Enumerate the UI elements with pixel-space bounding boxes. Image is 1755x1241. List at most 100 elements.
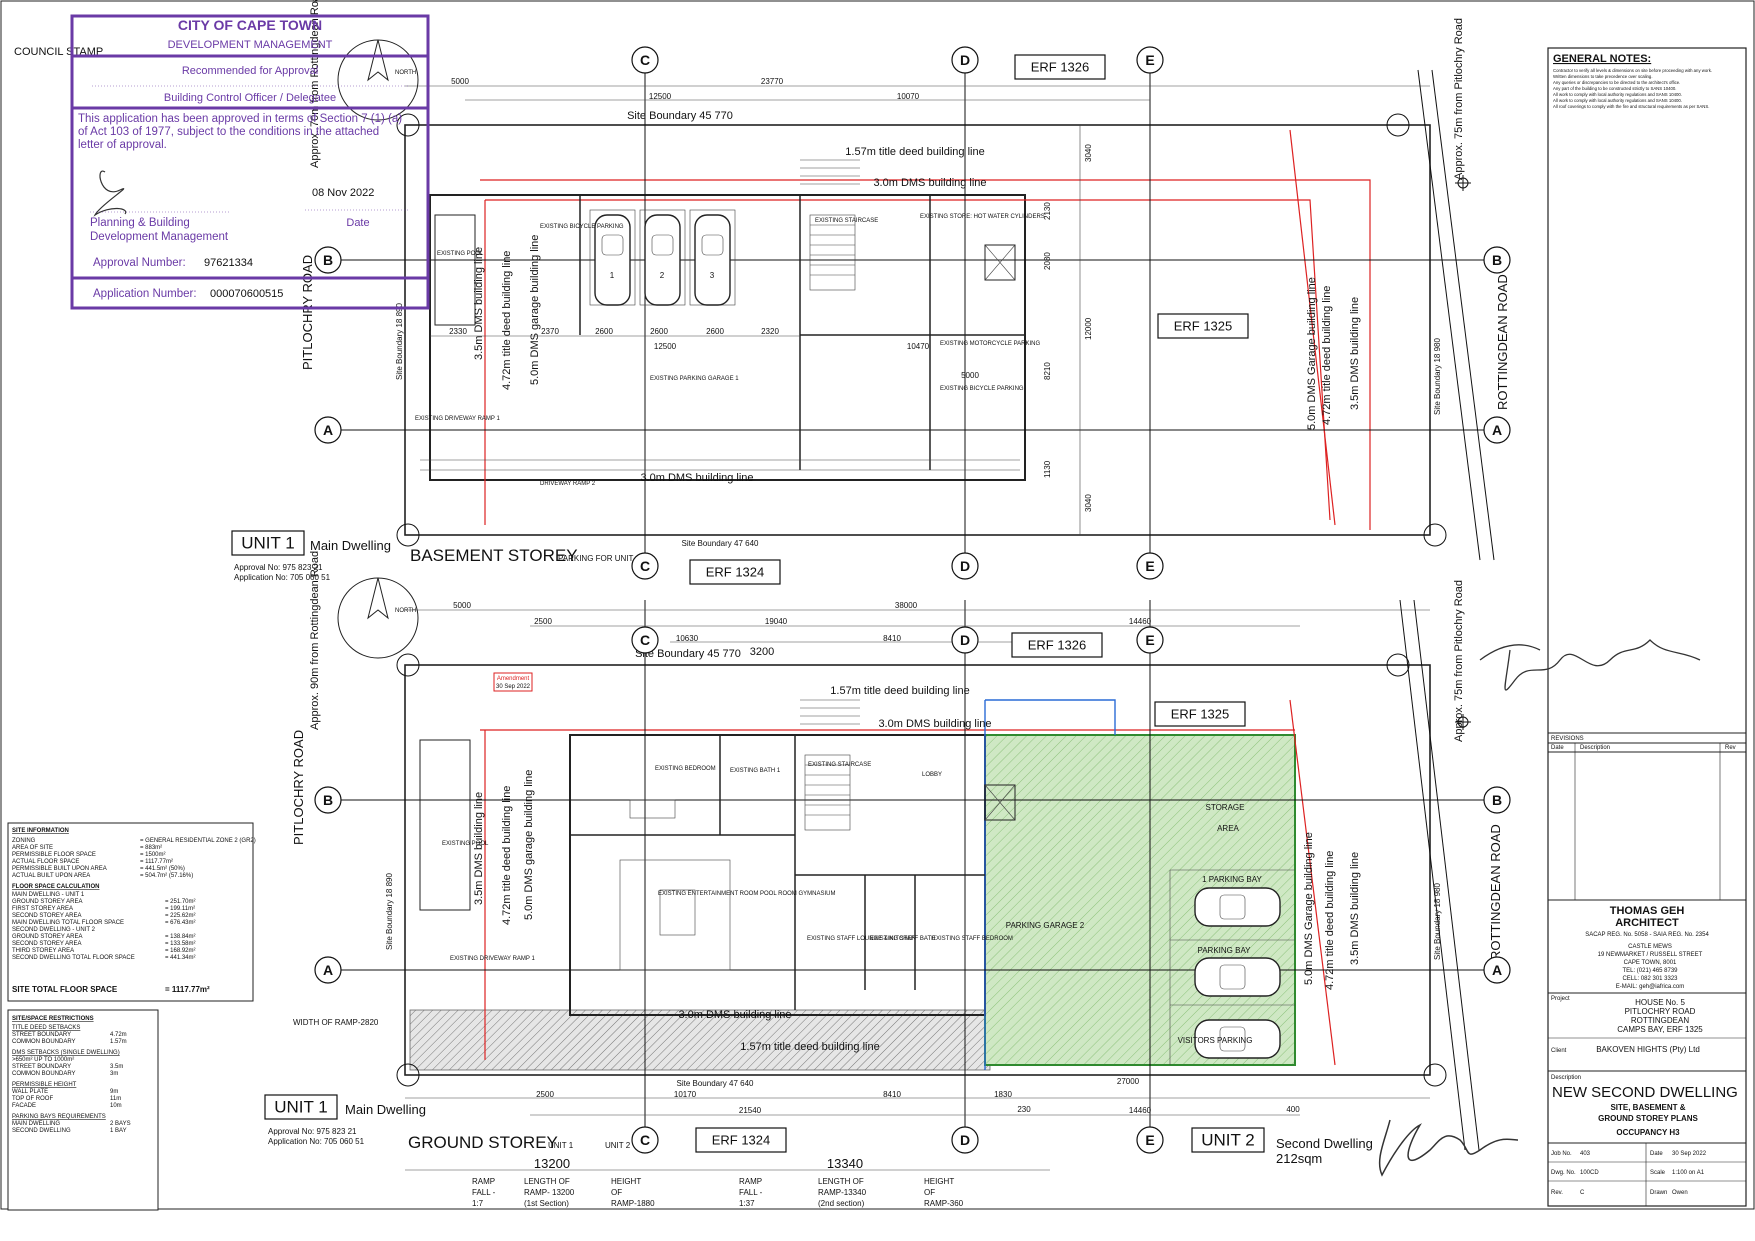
title-line-left-label: 4.72m title deed building line [501,786,513,925]
title-line-left-label: 4.72m title deed building line [501,251,513,390]
restriction-value: 1.57m [110,1039,127,1045]
unit-1-label-lower: UNIT 1 Main Dwelling Approval No: 975 82… [264,1094,426,1146]
svg-text:ERF 1324: ERF 1324 [712,1133,771,1148]
grid-bubble-a: A [314,416,342,444]
svg-text:Job No.: Job No. [1551,1151,1572,1157]
general-note-line: All work to comply with local authority … [1553,98,1682,103]
north-arrow-icon: NORTH [337,577,419,659]
svg-text:CELL: 082 301 3323: CELL: 082 301 3323 [1622,976,1678,982]
restriction-value: 4.72m [110,1032,127,1038]
floor-space-value: = 225.62m² [165,913,196,919]
stamp-approval-2: of Act 103 of 1977, subject to the condi… [78,126,379,138]
svg-text:B: B [323,792,333,808]
svg-text:D: D [960,52,970,68]
svg-text:ERF 1326: ERF 1326 [1031,60,1090,75]
grid-bubbles: C D E B B A A C D E C D E B B A A C D E [314,46,1511,1154]
council-stamp: COUNCIL STAMP CITY OF CAPE TOWN DEVELOPM… [14,14,430,310]
svg-text:3200: 3200 [750,646,774,658]
svg-text:Dwg. No.: Dwg. No. [1551,1170,1576,1176]
site-boundary-bottom: Site Boundary 47 640 [682,539,759,548]
svg-text:2500: 2500 [534,617,552,626]
dimensions-bottom-ground: 2500 10170 8410 1830 27000 21540 14460 2… [405,1077,1430,1116]
svg-text:C: C [640,558,650,574]
room-label: EXISTING BEDROOM [655,766,716,772]
grid-bubble-d: D [951,46,979,74]
svg-text:2600: 2600 [650,327,668,336]
svg-text:OF: OF [924,1188,935,1197]
svg-text:A: A [323,962,333,978]
svg-text:2600: 2600 [595,327,613,336]
signature-icon [93,170,127,217]
svg-text:1:7: 1:7 [472,1199,484,1208]
svg-text:UNIT 1: UNIT 1 [274,1098,328,1117]
svg-text:12500: 12500 [649,92,672,101]
dimensions-top: 5000 23770 12500 10070 [405,77,1430,101]
road-left-upper: PITLOCHRY ROAD [300,255,315,370]
svg-text:FALL -: FALL - [739,1188,763,1197]
svg-text:Main Dwelling: Main Dwelling [345,1102,426,1117]
svg-text:Client: Client [1551,1048,1567,1054]
room-label: EXISTING DRIVEWAY RAMP 1 [415,416,500,422]
basement-plan: 1 2 3 Site Boundary 45 770 Site Boundar [231,0,1510,585]
svg-text:230: 230 [1017,1105,1031,1114]
grid-bubble-b: B [314,786,342,814]
svg-text:RAMP-13340: RAMP-13340 [818,1188,867,1197]
site-boundary-right: Site Boundary 18 980 [1433,338,1442,415]
svg-text:Amendment: Amendment [497,676,530,682]
svg-text:LENGTH OF: LENGTH OF [818,1177,864,1186]
floor-space-value: = 138.84m² [165,934,196,940]
dms-line-left-label: 3.5m DMS building line [473,792,485,905]
grid-bubble-c: C [631,626,659,654]
restriction-key: WALL PLATE [12,1089,48,1095]
svg-text:10630: 10630 [676,634,699,643]
svg-text:12000: 12000 [1084,317,1093,340]
svg-text:CASTLE MEWS: CASTLE MEWS [1628,944,1672,950]
architect-name-1: THOMAS GEH [1610,905,1685,917]
svg-text:Approval No: 975 823 21: Approval No: 975 823 21 [234,563,323,572]
stamp-application-number: 000070600515 [210,288,283,300]
car-icon [1194,957,1281,997]
restrictions-subtitle: PARKING BAYS REQUIREMENTS [12,1114,106,1120]
svg-text:A: A [1492,962,1502,978]
unit-1-label-upper: UNIT 1 Main Dwelling Approval No: 975 82… [231,530,391,582]
svg-text:RAMP: RAMP [739,1177,762,1186]
svg-text:(1st Section): (1st Section) [524,1199,569,1208]
ramp-dimensions: 13200 13340 [405,1156,1050,1171]
svg-text:Date: Date [1551,745,1564,751]
room-label: EXISTING STAFF LOUNGE & KITCHEN [807,936,916,942]
ground-storey-plan: Amendment 30 Sep 2022 Site Boundary 45 7… [264,551,1510,1208]
svg-text:OCCUPANCY H3: OCCUPANCY H3 [1616,1128,1680,1137]
client-signature-icon [1378,1119,1519,1177]
grid-bubble-a: A [1483,416,1511,444]
site-boundary-ground [404,664,1431,1076]
svg-text:Application No: 705 060 51: Application No: 705 060 51 [234,573,331,582]
floor-space-key: MAIN DWELLING - UNIT 1 [12,892,85,898]
room-label: EXISTING STAIRCASE [808,762,871,768]
floor-space-value: = 251.70m² [165,899,196,905]
svg-text:27000: 27000 [1117,1077,1140,1086]
svg-text:10170: 10170 [674,1090,697,1099]
floor-space-key: SECOND DWELLING TOTAL FLOOR SPACE [12,955,135,961]
svg-text:8410: 8410 [883,634,901,643]
site-boundary-bottom: Site Boundary 47 640 [677,1079,754,1088]
svg-text:5000: 5000 [451,77,469,86]
restriction-value: 2 BAYS [110,1121,131,1127]
room-label: EXISTING STAFF BEDROOM [932,936,1013,942]
svg-text:Description: Description [1551,1075,1581,1081]
svg-text:A: A [323,422,333,438]
car-icon [1194,887,1281,927]
svg-text:UNIT 2: UNIT 2 [1201,1131,1255,1150]
room-label: EXISTING ENTERTAINMENT ROOM POOL ROOM GY… [658,891,835,897]
room-label: DRIVEWAY RAMP 2 [540,481,596,487]
title-line-bottom-label: 1.57m title deed building line [740,1041,879,1053]
dimensions-top-ground: 5000 38000 2500 19040 14460 10630 8410 3… [405,601,1430,658]
stamp-approval-number: 97621334 [204,257,253,269]
grid-bubble-e: E [1136,1126,1164,1154]
erf-1326-lower: ERF 1326 [1011,632,1103,658]
grid-bubble-b: B [1483,786,1511,814]
svg-text:30 Sep 2022: 30 Sep 2022 [496,684,531,690]
grid-bubble-d: D [951,552,979,580]
svg-text:21540: 21540 [739,1106,762,1115]
stamp-date-label: Date [346,217,369,229]
